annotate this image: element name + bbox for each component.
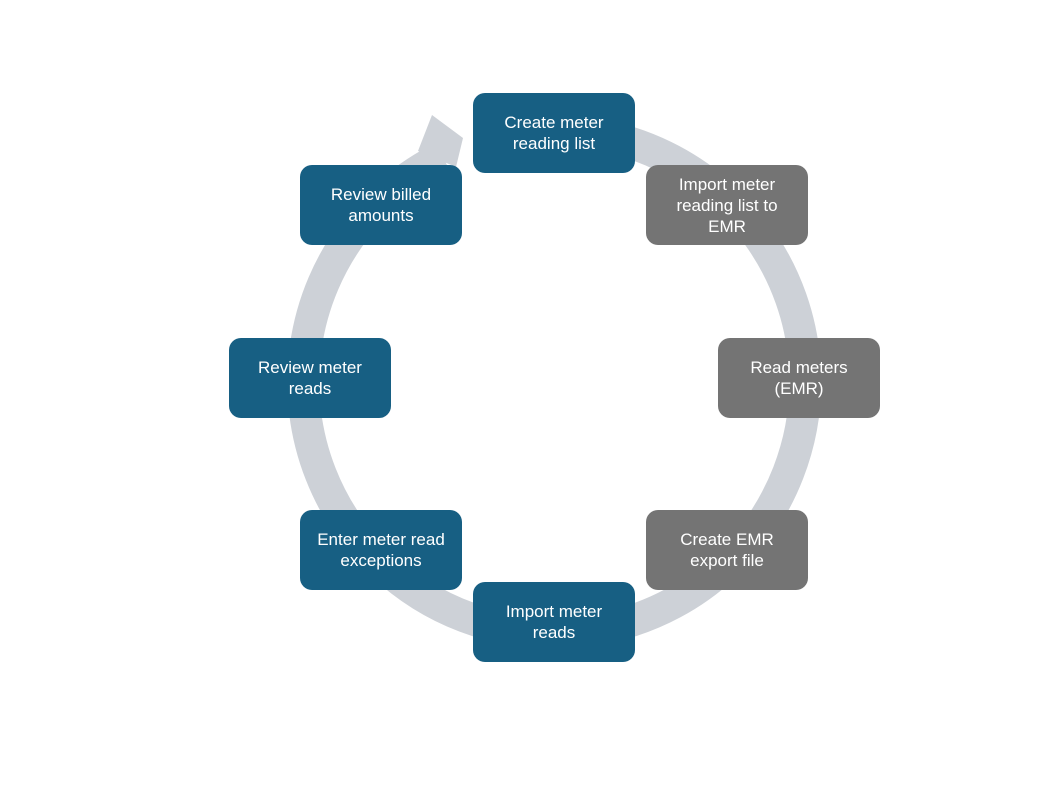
step-label: Read meters (EMR) xyxy=(750,358,848,398)
step-read-meters-emr: Read meters (EMR) xyxy=(718,338,880,418)
step-enter-meter-read-exceptions: Enter meter read exceptions xyxy=(300,510,462,590)
step-label: Create meter reading list xyxy=(504,113,604,153)
step-import-meter-reading-list-to-emr: Import meter reading list to EMR xyxy=(646,165,808,245)
step-label: Import meter reading list to EMR xyxy=(676,174,778,236)
cycle-arrowhead-icon xyxy=(418,115,463,167)
step-label: Review billed amounts xyxy=(330,185,432,225)
step-review-meter-reads: Review meter reads xyxy=(229,338,391,418)
step-review-billed-amounts: Review billed amounts xyxy=(300,165,462,245)
step-create-meter-reading-list: Create meter reading list xyxy=(473,93,635,173)
step-label: Enter meter read exceptions xyxy=(317,530,445,570)
step-label: Review meter reads xyxy=(258,358,362,398)
step-label: Create EMR export file xyxy=(680,530,774,570)
step-create-emr-export-file: Create EMR export file xyxy=(646,510,808,590)
step-label: Import meter reads xyxy=(505,602,603,642)
step-import-meter-reads: Import meter reads xyxy=(473,582,635,662)
